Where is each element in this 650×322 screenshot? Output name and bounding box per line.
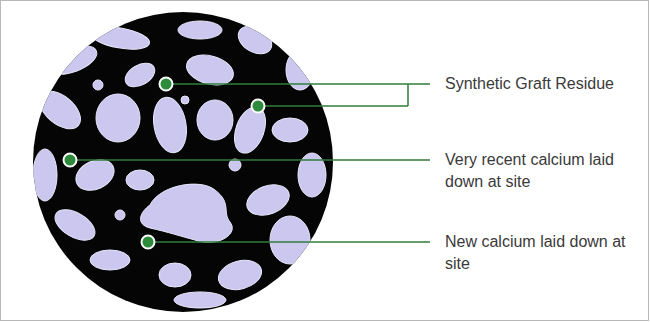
micrograph-disc	[33, 12, 333, 312]
callout-label: Very recent calcium laid down at site	[445, 149, 635, 193]
callout-label: New calcium laid down at site	[445, 231, 635, 275]
callout-label: Synthetic Graft Residue	[445, 73, 645, 95]
bone-blobs	[33, 21, 326, 308]
callout-dots	[64, 78, 265, 249]
leader-lines	[70, 84, 430, 242]
